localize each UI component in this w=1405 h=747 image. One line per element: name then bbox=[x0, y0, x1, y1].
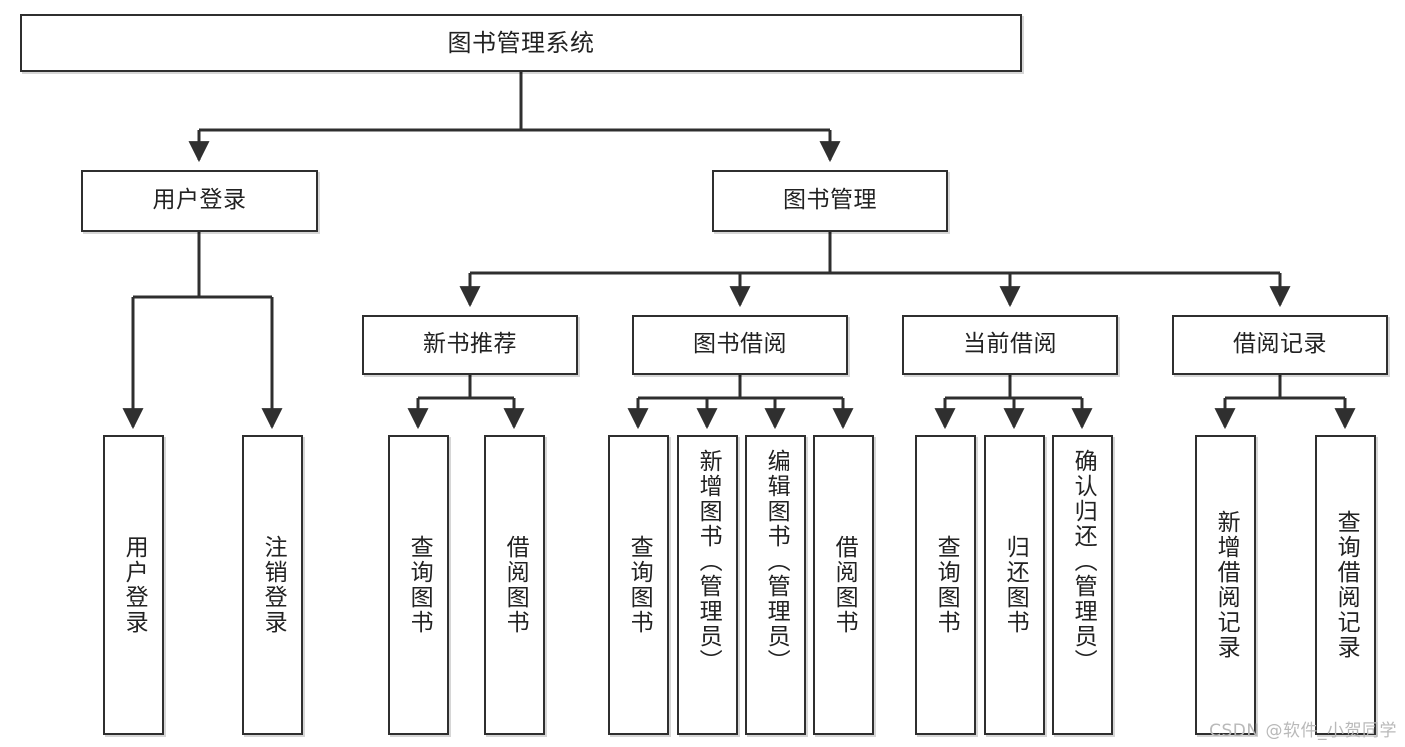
node-label: 用户登录 bbox=[152, 187, 247, 214]
node-label: 借阅图书 bbox=[502, 535, 529, 635]
node-label: 查询图书 bbox=[933, 535, 960, 635]
node-new-book-recommend[interactable]: 新书推荐 bbox=[362, 315, 578, 375]
node-label: 当前借阅 bbox=[963, 331, 1057, 358]
leaf-book-borrow-borrow[interactable]: 借阅图书 bbox=[813, 435, 874, 735]
leaf-book-borrow-query[interactable]: 查询图书 bbox=[608, 435, 669, 735]
node-user-login[interactable]: 用户登录 bbox=[81, 170, 318, 232]
leaf-new-book-query[interactable]: 查询图书 bbox=[388, 435, 449, 735]
node-label: 新增图书（管理员） bbox=[695, 449, 722, 674]
node-label: 归还图书 bbox=[1002, 535, 1029, 635]
leaf-new-book-borrow[interactable]: 借阅图书 bbox=[484, 435, 545, 735]
node-root-system[interactable]: 图书管理系统 bbox=[20, 14, 1022, 72]
leaf-book-borrow-edit[interactable]: 编辑图书（管理员） bbox=[745, 435, 806, 735]
node-label: 借阅图书 bbox=[831, 535, 858, 635]
node-label: 借阅记录 bbox=[1233, 331, 1327, 358]
node-label: 新增借阅记录 bbox=[1213, 510, 1240, 660]
node-label: 新书推荐 bbox=[423, 331, 517, 358]
node-current-borrow[interactable]: 当前借阅 bbox=[902, 315, 1118, 375]
leaf-current-borrow-query[interactable]: 查询图书 bbox=[915, 435, 976, 735]
node-label: 确认归还（管理员） bbox=[1070, 449, 1097, 674]
leaf-borrow-record-query[interactable]: 查询借阅记录 bbox=[1315, 435, 1376, 735]
node-label: 图书管理系统 bbox=[447, 28, 595, 57]
leaf-current-borrow-return[interactable]: 归还图书 bbox=[984, 435, 1045, 735]
node-label: 注销登录 bbox=[260, 535, 287, 635]
node-label: 编辑图书（管理员） bbox=[763, 449, 790, 674]
node-label: 查询图书 bbox=[626, 535, 653, 635]
node-book-management[interactable]: 图书管理 bbox=[712, 170, 948, 232]
leaf-book-borrow-add[interactable]: 新增图书（管理员） bbox=[677, 435, 738, 735]
node-label: 图书管理 bbox=[783, 187, 877, 214]
leaf-user-login-signout[interactable]: 注销登录 bbox=[242, 435, 303, 735]
leaf-user-login-signin[interactable]: 用户登录 bbox=[103, 435, 164, 735]
node-label: 图书借阅 bbox=[693, 331, 787, 358]
node-label: 用户登录 bbox=[121, 535, 148, 635]
leaf-borrow-record-add[interactable]: 新增借阅记录 bbox=[1195, 435, 1256, 735]
node-label: 查询图书 bbox=[406, 535, 433, 635]
node-book-borrow[interactable]: 图书借阅 bbox=[632, 315, 848, 375]
node-borrow-record[interactable]: 借阅记录 bbox=[1172, 315, 1388, 375]
node-label: 查询借阅记录 bbox=[1333, 510, 1360, 660]
leaf-current-borrow-confirm-return[interactable]: 确认归还（管理员） bbox=[1052, 435, 1113, 735]
csdn-watermark: CSDN @软件_小贺同学 bbox=[1209, 721, 1397, 741]
